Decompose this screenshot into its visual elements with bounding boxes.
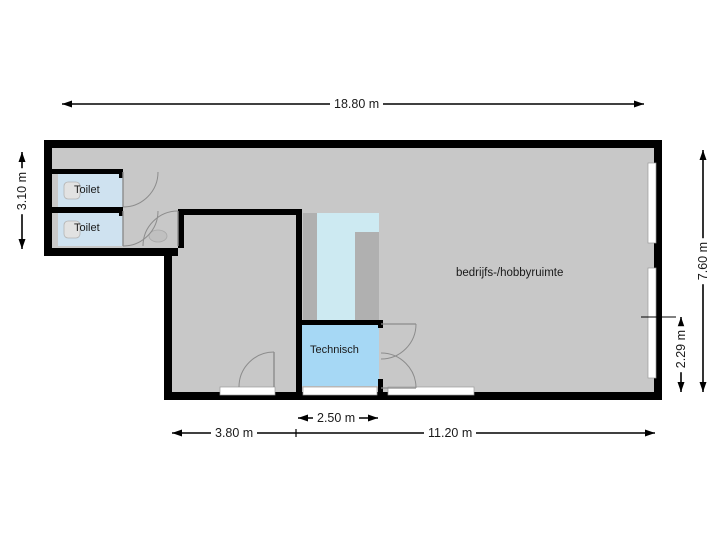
interior-wall-technisch-left	[296, 324, 302, 392]
sanitary-fixtures	[63, 181, 168, 243]
staircase	[303, 213, 379, 323]
doors	[122, 171, 417, 389]
outer-wall	[44, 140, 662, 400]
windows	[219, 162, 657, 396]
door-hall-to-middle[interactable]	[142, 210, 179, 247]
window-right-lower	[647, 267, 657, 379]
interior-wall-toilet-jamb-2	[119, 207, 123, 216]
room-label-main: bedrijfs-/hobbyruimte	[456, 267, 564, 279]
walls	[44, 140, 662, 400]
dimension-label-top: 18.80 m	[330, 96, 384, 113]
window-bottom-middle-room	[219, 386, 276, 396]
toilet-bowl-icon-2	[63, 220, 81, 239]
interior-wall-middle-right	[296, 209, 302, 324]
window-bottom-technisch	[302, 386, 378, 396]
dimension-label-right-outer: 7.60 m	[695, 238, 712, 285]
dimension-label-bottom-mid: 2.50 m	[313, 410, 360, 427]
interior-wall-toilet-top	[52, 169, 123, 174]
door-technisch-double[interactable]	[380, 323, 417, 389]
interior-wall-technisch-jamb-bottom	[378, 379, 383, 392]
interior-wall-technisch-jamb-top	[378, 320, 383, 328]
interior-wall-middle-top	[178, 209, 302, 215]
floor-fill-technisch	[302, 324, 379, 386]
room-label-toilet-2: Toilet	[74, 222, 100, 234]
wall-corner-step	[164, 248, 178, 256]
toilet-bowl-icon-1	[63, 181, 81, 200]
window-bottom-main-hall	[387, 386, 475, 396]
door-toilet-1[interactable]	[122, 171, 159, 208]
interior-wall-toilet-jamb-1	[119, 169, 123, 178]
interior-wall-middle-left-stub	[178, 209, 184, 248]
dimension-label-left: 3.10 m	[14, 168, 31, 215]
room-label-technisch: Technisch	[310, 344, 359, 356]
dimension-label-bottom-right: 11.20 m	[424, 425, 477, 442]
sink-icon	[148, 229, 168, 243]
dimension-label-bottom-left: 3.80 m	[211, 425, 258, 442]
stair-run-fill	[317, 213, 379, 323]
window-right-upper	[647, 162, 657, 244]
interior-wall-technisch-top	[296, 320, 383, 325]
dimension-label-right-inner: 2.29 m	[673, 326, 690, 373]
room-fills	[58, 174, 379, 386]
interior-wall-toilet-divider	[52, 207, 123, 213]
room-label-toilet-1: Toilet	[74, 184, 100, 196]
door-middle-room-bottom[interactable]	[238, 351, 275, 388]
